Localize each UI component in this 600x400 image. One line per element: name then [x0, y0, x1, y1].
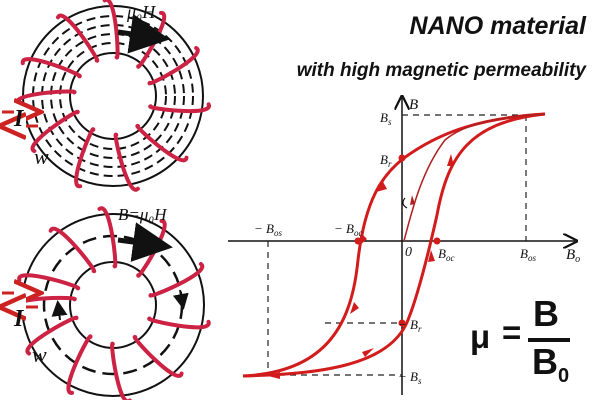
- winding-turn: [135, 124, 189, 163]
- formula-mu: μ: [470, 318, 491, 355]
- formula-fraction-bar: [528, 338, 570, 342]
- winding-turn: [147, 316, 211, 330]
- winding-turn: [148, 262, 205, 298]
- tick-label-boc-pos: Boc: [438, 246, 454, 263]
- toroid-top-current-label: I: [13, 106, 25, 132]
- winding-turn: [113, 132, 140, 192]
- tick-label-br-bot: − Br: [398, 317, 422, 334]
- winding-turn: [25, 315, 79, 356]
- toroid-top-winding-label: w: [34, 144, 49, 169]
- curve-tick: [402, 197, 408, 209]
- descending-branch: [242, 112, 546, 378]
- winding-turn: [55, 13, 100, 63]
- winding-turn: [102, 0, 120, 60]
- tick-label-bs-top: Bs: [380, 110, 392, 127]
- tick-label-bos-pos: Bos: [520, 246, 536, 263]
- permeability-formula: μ = B B0: [470, 293, 590, 393]
- tick-label-bos-neg: − Bos: [254, 221, 282, 238]
- hysteresis-loop: [242, 112, 546, 378]
- loop-direction-arrows: [268, 154, 454, 379]
- winding-turn: [148, 102, 211, 114]
- x-axis-label: Bo: [566, 247, 580, 265]
- winding-turn: [132, 335, 184, 378]
- winding-turn: [20, 57, 82, 79]
- tick-label-boc-neg: − Boc: [334, 221, 362, 238]
- winding-turn: [147, 46, 200, 86]
- winding-turn: [66, 334, 93, 395]
- toroid-bottom: [2, 206, 211, 400]
- formula-denominator: B0: [532, 341, 570, 387]
- winding-turn: [48, 226, 97, 274]
- ascending-branch: [242, 112, 546, 378]
- toroid-top-windings: [15, 0, 211, 192]
- toroid-top: [2, 0, 211, 192]
- winding-turn: [17, 273, 80, 291]
- toroid-bottom-winding-label: w: [32, 342, 47, 367]
- toroid-bottom-field-label: B=μ₀H: [118, 205, 168, 224]
- initial-curve-arrow: [410, 195, 415, 205]
- winding-turn: [74, 127, 96, 189]
- formula-numerator: B: [533, 293, 559, 334]
- formula-equals: =: [502, 314, 522, 351]
- intercept-dots: [354, 154, 441, 327]
- initial-magnetization-curve: [403, 113, 546, 242]
- toroid-top-field-label: μ₀H: [126, 2, 156, 22]
- origin-label: 0: [405, 245, 412, 260]
- title-line-1: NANO material: [409, 12, 586, 40]
- toroid-bottom-current-label: I: [13, 306, 25, 332]
- y-axis-label: B: [409, 97, 418, 113]
- winding-turn: [97, 206, 118, 269]
- winding-turn: [110, 341, 132, 400]
- tick-label-br-top: Br: [380, 152, 392, 169]
- winding-turn: [30, 109, 80, 154]
- tick-label-bs-bot: − Bs: [398, 369, 422, 386]
- title-line-2: with high magnetic permeability: [296, 60, 586, 81]
